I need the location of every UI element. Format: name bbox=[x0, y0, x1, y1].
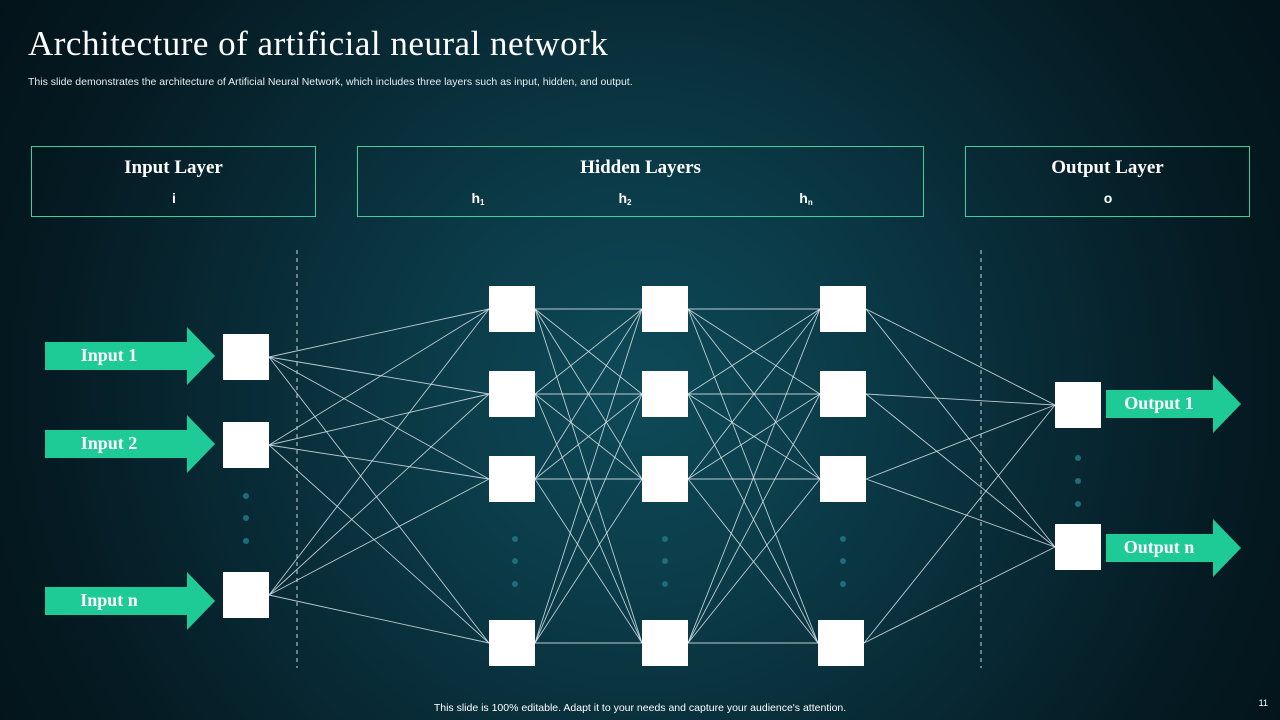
output-arrows bbox=[1106, 375, 1241, 577]
connection-line bbox=[865, 308, 1056, 548]
connection-line bbox=[865, 393, 1056, 406]
input-label-n: Input n bbox=[80, 590, 138, 610]
connection-line bbox=[687, 478, 821, 644]
connection-line bbox=[534, 308, 643, 480]
ellipsis-dot bbox=[1075, 501, 1081, 507]
connections bbox=[268, 308, 1056, 644]
input-label-1: Input 1 bbox=[80, 345, 138, 365]
ellipsis-dot bbox=[243, 538, 249, 544]
connection-line bbox=[268, 393, 490, 446]
ellipsis-dot bbox=[840, 558, 846, 564]
output-arrow-n bbox=[1106, 519, 1241, 577]
connection-line bbox=[865, 478, 1056, 548]
ellipsis-dot bbox=[512, 536, 518, 542]
ellipsis-dot bbox=[840, 536, 846, 542]
connection-line bbox=[687, 308, 821, 644]
ellipsis-dot bbox=[243, 515, 249, 521]
connection-line bbox=[863, 546, 1056, 644]
input-layer-box: Input Layer i bbox=[31, 146, 316, 217]
ellipsis-dot bbox=[512, 581, 518, 587]
connection-line bbox=[268, 478, 490, 596]
hidden-symbol-hn: hn bbox=[799, 190, 813, 207]
output-label-n: Output n bbox=[1123, 537, 1195, 557]
connection-line bbox=[268, 308, 490, 446]
connection-line bbox=[268, 356, 490, 480]
connection-line bbox=[687, 308, 821, 480]
input-layer-title: Input Layer bbox=[124, 157, 223, 178]
connection-line bbox=[863, 404, 1056, 644]
hidden-layers-box: Hidden Layers h1 h2 hn bbox=[357, 146, 924, 217]
output-arrow-1 bbox=[1106, 375, 1241, 433]
connection-line bbox=[268, 308, 490, 596]
footer-note: This slide is 100% editable. Adapt it to… bbox=[433, 702, 847, 714]
output-layer-title: Output Layer bbox=[1051, 157, 1164, 178]
hidden1-node bbox=[489, 286, 535, 332]
connection-line bbox=[687, 308, 819, 644]
input-arrow-n bbox=[45, 572, 215, 630]
ellipsis-dot bbox=[840, 581, 846, 587]
ellipsis-dot bbox=[662, 581, 668, 587]
hidden3-node bbox=[820, 286, 866, 332]
connection-line bbox=[534, 478, 643, 644]
connection-line bbox=[687, 393, 821, 480]
layer-dividers bbox=[296, 250, 982, 668]
connection-line bbox=[268, 594, 490, 644]
connection-line bbox=[534, 308, 643, 395]
input-node bbox=[223, 422, 269, 468]
ellipsis-dot bbox=[1075, 478, 1081, 484]
ellipsis-dot bbox=[512, 558, 518, 564]
nodes bbox=[223, 286, 1101, 666]
input-arrow-1 bbox=[45, 327, 215, 385]
connection-line bbox=[268, 356, 490, 644]
hidden1-node bbox=[489, 371, 535, 417]
hidden3-node bbox=[820, 456, 866, 502]
hidden-symbol-h1: h1 bbox=[471, 190, 485, 207]
connection-line bbox=[268, 444, 490, 480]
connection-line bbox=[687, 393, 821, 644]
slide-subtitle: This slide demonstrates the architecture… bbox=[28, 76, 633, 88]
input-node bbox=[223, 572, 269, 618]
connection-line bbox=[865, 404, 1056, 480]
hidden1-node bbox=[489, 620, 535, 666]
input-layer-symbol: i bbox=[172, 190, 176, 206]
output-label-1: Output 1 bbox=[1124, 393, 1194, 413]
ellipsis-dot bbox=[662, 536, 668, 542]
hidden-layers-title: Hidden Layers bbox=[580, 157, 701, 178]
hidden2-node bbox=[642, 286, 688, 332]
output-node bbox=[1055, 382, 1101, 428]
connection-line bbox=[687, 478, 819, 644]
input-node bbox=[223, 334, 269, 380]
connection-line bbox=[268, 393, 490, 596]
input-label-2: Input 2 bbox=[80, 433, 138, 453]
hidden2-node bbox=[642, 371, 688, 417]
input-arrows bbox=[45, 327, 215, 630]
hidden3-node bbox=[818, 620, 864, 666]
connection-line bbox=[534, 393, 643, 644]
connection-line bbox=[534, 393, 643, 480]
page-number: 11 bbox=[1258, 698, 1268, 708]
ellipsis-dots bbox=[243, 455, 1081, 587]
connection-line bbox=[268, 308, 490, 358]
hidden2-node bbox=[642, 620, 688, 666]
connection-line bbox=[687, 308, 821, 395]
slide-title: Architecture of artificial neural networ… bbox=[28, 24, 609, 63]
output-layer-box: Output Layer o bbox=[965, 146, 1250, 217]
hidden1-node bbox=[489, 456, 535, 502]
connection-line bbox=[687, 393, 819, 644]
hidden3-node bbox=[820, 371, 866, 417]
ellipsis-dot bbox=[243, 493, 249, 499]
connection-line bbox=[865, 393, 1056, 548]
hidden-symbol-h2: h2 bbox=[618, 190, 632, 207]
input-arrow-2 bbox=[45, 415, 215, 473]
ellipsis-dot bbox=[662, 558, 668, 564]
output-node bbox=[1055, 524, 1101, 570]
hidden2-node bbox=[642, 456, 688, 502]
connection-line bbox=[534, 308, 643, 644]
connection-line bbox=[268, 356, 490, 395]
connection-line bbox=[865, 308, 1056, 406]
output-layer-symbol: o bbox=[1103, 190, 1113, 206]
ellipsis-dot bbox=[1075, 455, 1081, 461]
connection-line bbox=[268, 444, 490, 644]
